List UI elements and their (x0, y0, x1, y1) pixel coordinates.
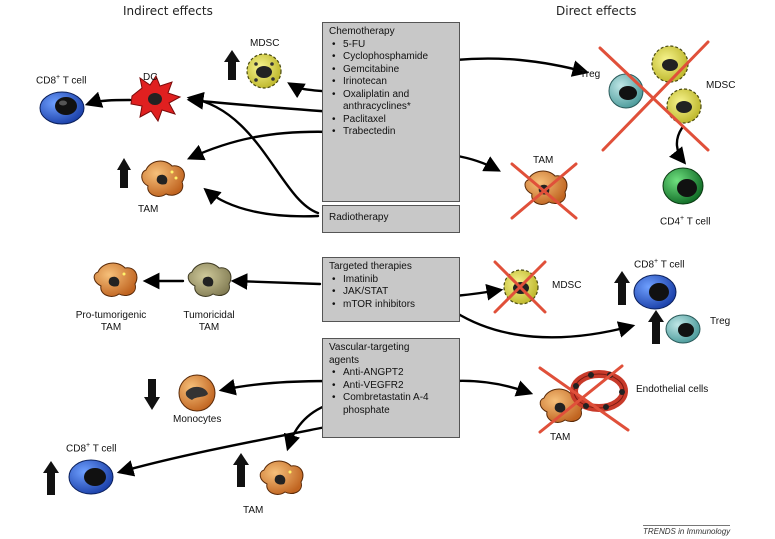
vascular-targeting-box: Vascular-targeting agents Anti-ANGPT2 An… (322, 338, 460, 438)
tam-direct-label: TAM (533, 155, 554, 166)
chemo-item: Trabectedin (332, 126, 453, 139)
up-arrow-icon (224, 50, 240, 80)
treg-cell-icon (608, 73, 644, 109)
cd8-t-cell-icon (633, 274, 677, 310)
arrow-vascular-to-endothelial (453, 379, 534, 397)
arrow-paclitaxel-to-tam (186, 130, 335, 161)
mdsc-targeted-label: MDSC (552, 280, 582, 291)
cd8-targeted-label: CD8+ T cell (634, 256, 684, 271)
dc-label: DC (143, 72, 158, 83)
arrow-mtor-to-cd8 (453, 310, 636, 339)
tumoricidal-tam-label: Tumoricidal TAM (183, 310, 235, 333)
up-arrow-icon (117, 158, 131, 188)
targeted-item: mTOR inhibitors (332, 299, 453, 312)
arrow-mdsc-to-cd4 (669, 126, 687, 165)
treg-cell-icon (665, 314, 701, 344)
down-arrow-icon (144, 379, 160, 410)
arrow-dc-to-cd8 (84, 91, 132, 108)
cross-icon (510, 162, 578, 220)
treg-label: Treg (580, 69, 601, 80)
chemo-item: Cyclophosphamide (332, 51, 453, 64)
vascular-item: Anti-VEGFR2 (332, 380, 453, 393)
pro-tumorigenic-tam-icon (93, 262, 138, 297)
endothelial-cells-label: Endothelial cells (636, 384, 709, 395)
mdsc-label: MDSC (250, 38, 280, 49)
plus-sup: + (680, 215, 685, 222)
arrow-vascular-to-monocytes (218, 378, 335, 396)
tam-cell-icon (141, 160, 185, 197)
tam-bottom-label: TAM (243, 505, 264, 516)
cd8-text: CD8 (634, 259, 655, 271)
cd8-bottom-label: CD8+ T cell (66, 440, 116, 455)
cd8-text: CD8 (66, 443, 87, 455)
monocytes-label: Monocytes (173, 414, 222, 425)
cd4-text: CD4 (660, 216, 681, 228)
tam-label: TAM (138, 204, 159, 215)
cross-icon (598, 40, 710, 152)
chemotherapy-box: Chemotherapy 5-FU Cyclophosphamide Gemci… (322, 22, 460, 202)
plus-sup: + (86, 442, 91, 449)
targeted-item: JAK/STAT (332, 286, 453, 299)
up-arrow-icon (614, 271, 630, 305)
t-cell-text: T cell (660, 259, 685, 271)
chemo-item: Oxaliplatin and anthracyclines* (332, 89, 451, 114)
cd8-text: CD8 (36, 75, 57, 87)
radiotherapy-box: Radiotherapy (322, 205, 460, 233)
cd8-t-cell-icon (39, 91, 85, 125)
targeted-title: Targeted therapies (329, 261, 412, 272)
tam-cell-icon (259, 460, 304, 495)
chemotherapy-title: Chemotherapy (329, 26, 395, 37)
radiotherapy-title: Radiotherapy (329, 212, 389, 223)
chemo-item: Paclitaxel (332, 114, 453, 127)
arrow-chemo-to-dc (186, 92, 335, 114)
t-cell-text: T cell (92, 443, 117, 455)
mdsc-cell-icon (246, 53, 282, 89)
up-arrow-icon (233, 453, 249, 487)
arrow-radio-to-dc (186, 92, 320, 215)
journal-credit: TRENDS in Immunology (643, 525, 731, 536)
vascular-title: Vascular-targeting agents (329, 342, 410, 366)
treg-targeted-label: Treg (710, 316, 731, 327)
cd8-t-cell-icon (68, 459, 114, 495)
up-arrow-icon (43, 461, 59, 495)
t-cell-text: T cell (62, 75, 87, 87)
chemo-item: 5-FU (332, 39, 453, 52)
cd8-t-cell-label: CD8+ T cell (36, 72, 86, 87)
arrow-targeted-to-tumoricidal (230, 273, 322, 290)
cross-icon (538, 364, 630, 434)
plus-sup: + (56, 74, 61, 81)
chemo-item: Gemcitabine (332, 64, 453, 77)
up-arrow-icon (648, 310, 664, 344)
vascular-item: Combretastatin A-4 phosphate (332, 392, 451, 417)
monocyte-icon (178, 374, 216, 412)
endothelial-cells-icon (570, 370, 628, 412)
targeted-therapies-box: Targeted therapies Imatinib JAK/STAT mTO… (322, 257, 460, 322)
chemo-item: Irinotecan (332, 76, 453, 89)
cd4-t-cell-label: CD4+ T cell (660, 213, 710, 228)
plus-sup: + (654, 258, 659, 265)
mdsc-direct-label: MDSC (706, 80, 736, 91)
pro-tumorigenic-tam-label: Pro-tumorigenic TAM (75, 310, 147, 333)
dendritic-cell-icon (130, 74, 182, 123)
vascular-item: Anti-ANGPT2 (332, 367, 453, 380)
arrow-radio-to-tam (203, 187, 320, 218)
direct-effects-heading: Direct effects (556, 4, 637, 18)
arrow-chemo-to-treg (453, 57, 590, 77)
targeted-item: Imatinib (332, 274, 453, 287)
t-cell-text: T cell (686, 216, 711, 228)
arrow-vascular-to-cd8 (116, 423, 338, 477)
tam-vascular-label: TAM (550, 432, 571, 443)
cross-icon (493, 260, 547, 314)
indirect-effects-heading: Indirect effects (123, 4, 213, 18)
cd4-t-cell-icon (662, 167, 704, 205)
tumoricidal-tam-icon (187, 262, 232, 297)
